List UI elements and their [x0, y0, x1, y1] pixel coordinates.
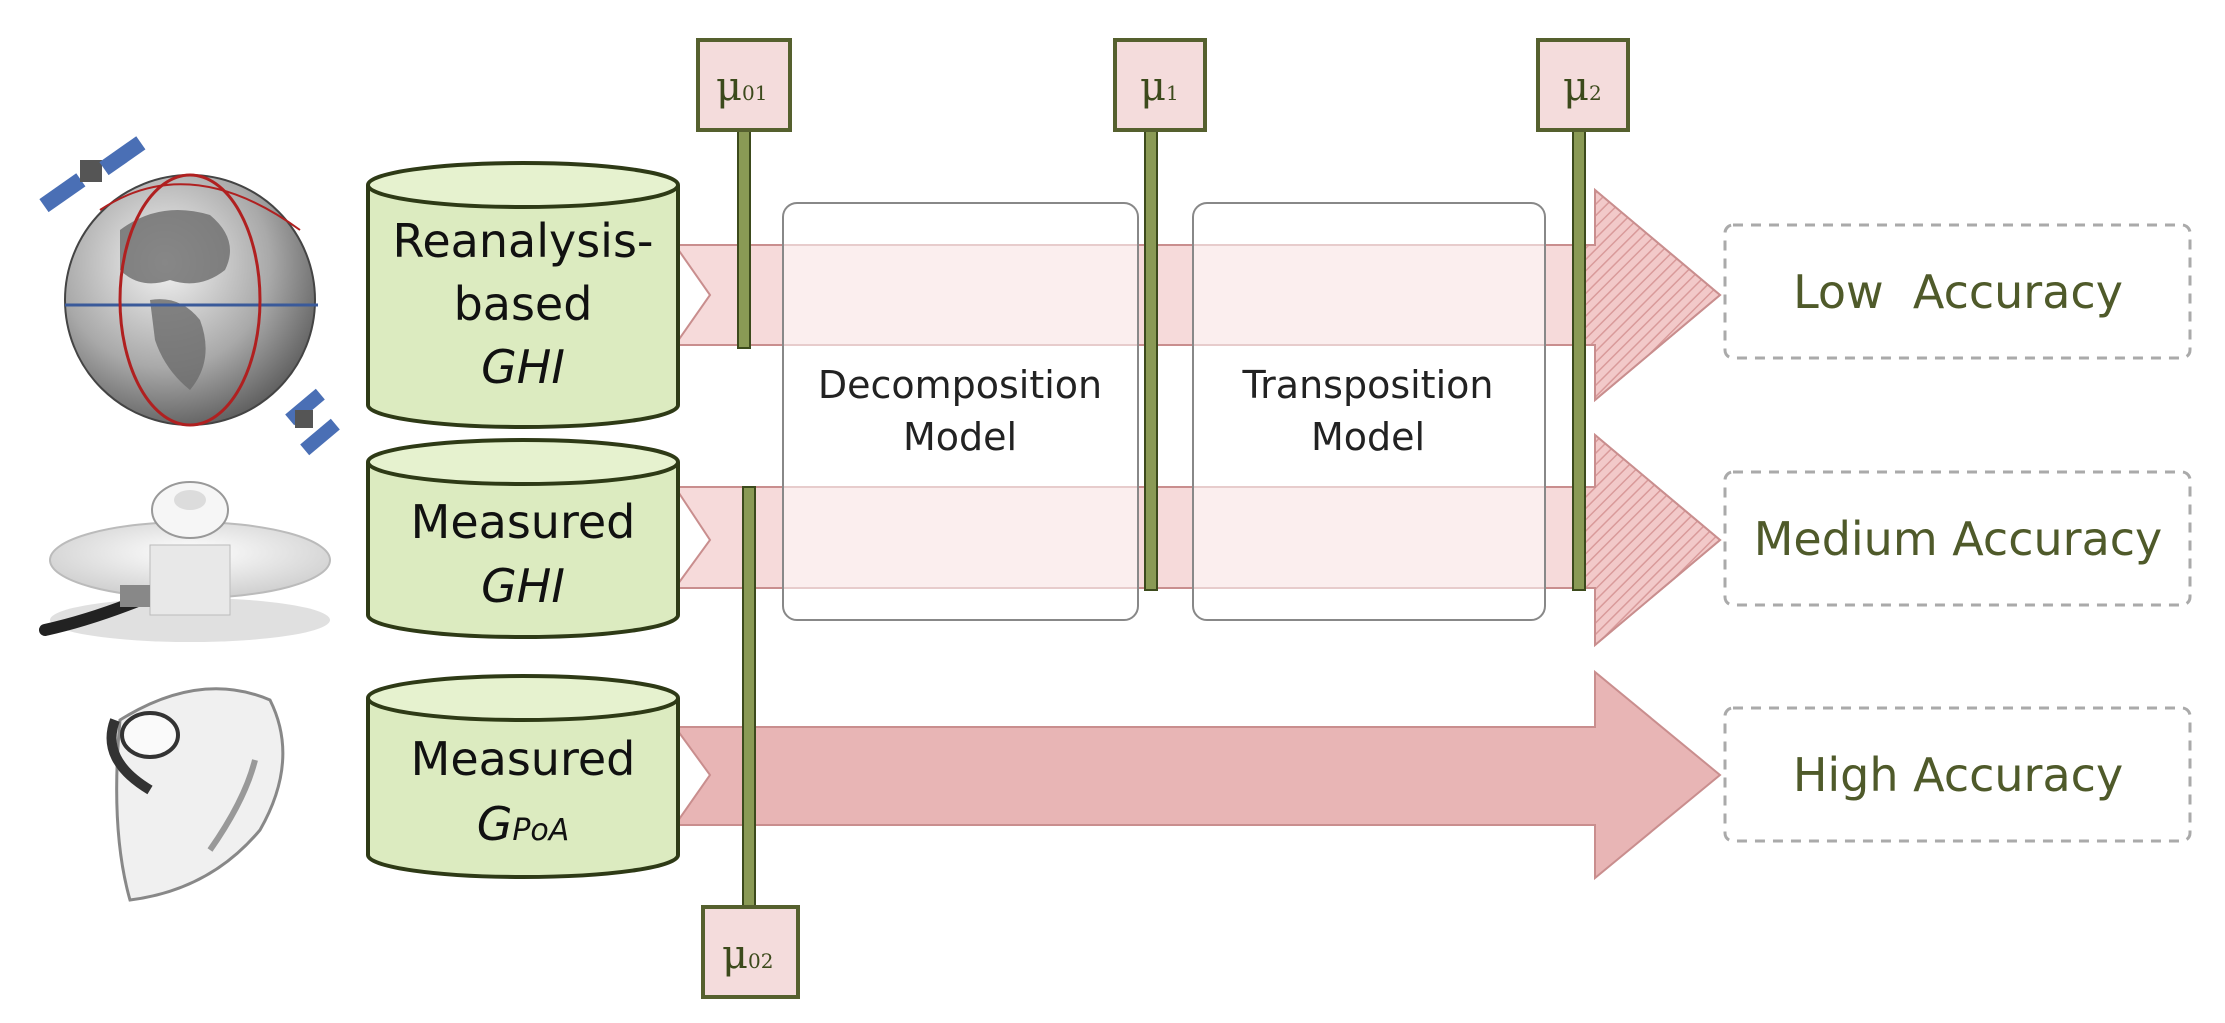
reanalysis-line3: GHI: [481, 340, 565, 394]
mu-2-sub: 2: [1589, 81, 1602, 105]
reanalysis-line2: based: [454, 277, 593, 331]
high-accuracy-arrow: [673, 669, 1722, 881]
svg-text:μ2: μ2: [1563, 64, 1602, 110]
medium-accuracy-label: Medium Accuracy: [1723, 470, 2192, 607]
transposition-model-line1: Transposition: [1242, 363, 1494, 407]
svg-text:μ02: μ02: [722, 932, 773, 978]
measured-gpoa-cylinder: Measured GPoA: [366, 674, 680, 879]
measured-ghi-line2: GHI: [481, 559, 565, 613]
mu-2-symbol: μ: [1563, 64, 1589, 110]
measured-ghi-line1: Measured: [411, 495, 636, 549]
mu-02-sub: 02: [748, 949, 773, 973]
mu-01-sub: 01: [742, 81, 767, 105]
mu-02-marker: μ02: [701, 486, 800, 999]
transposition-model-line2: Model: [1311, 415, 1425, 459]
pyranometer-icon: [39, 481, 331, 642]
mu-1-sub: 1: [1166, 81, 1179, 105]
mu-1-marker: μ1: [1113, 38, 1207, 591]
low-accuracy-label: Low Accuracy: [1723, 223, 2192, 360]
reanalysis-ghi-cylinder: Reanalysis- based GHI: [366, 161, 680, 429]
svg-text:μ1: μ1: [1140, 64, 1179, 110]
decomposition-model-box: Decomposition Model: [782, 202, 1139, 621]
measured-gpoa-symbol: G: [477, 797, 513, 851]
mu-01-marker: μ01: [696, 38, 792, 349]
mu-01-symbol: μ: [716, 64, 742, 110]
low-accuracy-text: Low Accuracy: [1793, 265, 2123, 319]
mu-02-symbol: μ: [722, 932, 748, 978]
transposition-model-box: Transposition Model: [1192, 202, 1546, 621]
measured-gpoa-line1: Measured: [411, 732, 636, 786]
medium-accuracy-text: Medium Accuracy: [1754, 512, 2163, 566]
mu-2-marker: μ2: [1536, 38, 1630, 591]
satellite-icon: [39, 136, 146, 213]
measured-ghi-cylinder: Measured GHI: [366, 438, 680, 639]
decomposition-model-line1: Decomposition: [818, 363, 1102, 407]
mu-1-symbol: μ: [1140, 64, 1166, 110]
satellite-icon: [285, 388, 340, 456]
satellite-globe-icon: [39, 136, 340, 456]
high-accuracy-text: High Accuracy: [1793, 748, 2123, 802]
decomposition-model-line2: Model: [903, 415, 1017, 459]
measured-gpoa-sub: PoA: [512, 813, 569, 848]
tilted-pyranometer-icon: [106, 687, 285, 902]
svg-text:μ01: μ01: [716, 64, 767, 110]
high-accuracy-label: High Accuracy: [1723, 706, 2192, 843]
reanalysis-line1: Reanalysis-: [392, 214, 653, 268]
svg-text:GPoA: GPoA: [477, 797, 570, 851]
